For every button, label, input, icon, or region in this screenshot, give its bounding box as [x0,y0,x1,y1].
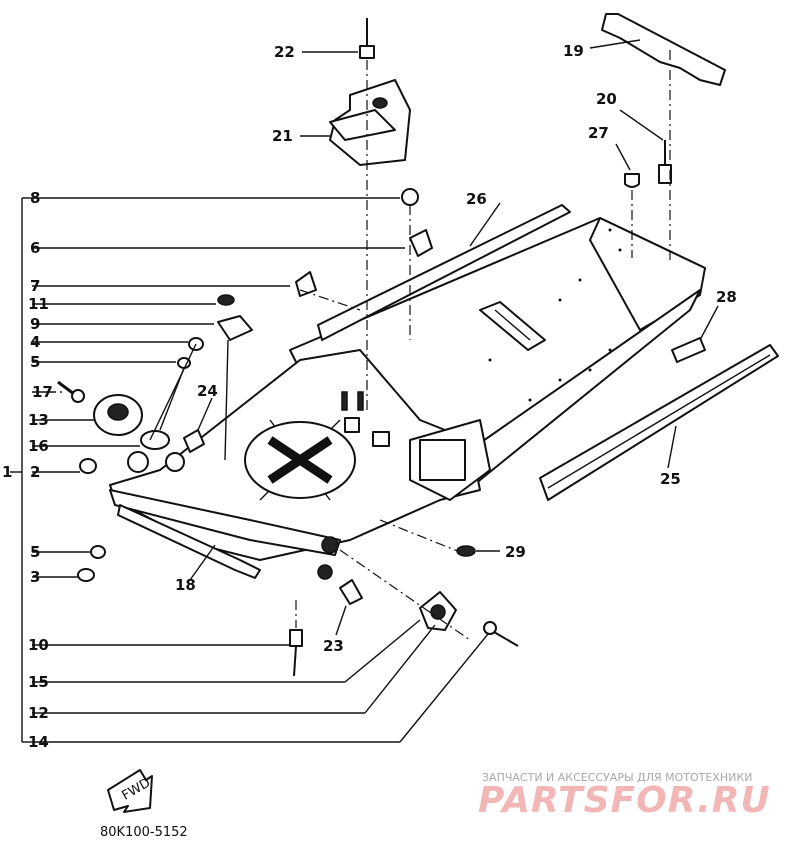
callout-26: 26 [466,190,487,208]
center-lines [295,50,671,641]
callout-17: 17 [32,383,53,401]
callout-13: 13 [28,411,49,429]
washer-11 [217,294,235,306]
label-plate-part [671,337,706,363]
clip-23 [339,579,363,605]
callout-8: 8 [30,189,40,207]
callout-6: 6 [30,239,40,257]
callout-5b: 5 [30,543,40,561]
callout-23: 23 [323,637,344,655]
callout-15: 15 [28,673,49,691]
hinge-bracket-part [601,13,726,86]
callout-27: 27 [588,124,609,142]
watermark-brand: PARTSFOR.RU [478,780,771,821]
group-bracket [10,197,32,743]
cap-29 [456,545,476,557]
washer-2 [79,458,97,474]
callout-20: 20 [596,90,617,108]
callout-4: 4 [30,333,40,351]
damper-13 [93,394,143,436]
screw-14 [483,621,519,647]
callout-12: 12 [28,704,49,722]
callout-2: 2 [30,463,40,481]
callout-28: 28 [716,288,737,306]
callout-1: 1 [2,463,12,481]
callout-10: 10 [28,636,49,654]
callout-22: 22 [274,43,295,61]
bolt-10 [289,629,303,677]
cap-part [624,173,640,188]
callout-29: 29 [505,543,526,561]
callout-25: 25 [660,470,681,488]
frame-assembly [109,204,706,580]
plate-16 [140,430,170,450]
diagram-code: 80K100-5152 [100,825,188,840]
mount-12-15 [419,591,457,631]
callout-5a: 5 [30,353,40,371]
screw-17 [57,380,85,403]
mount-9 [217,315,253,341]
callout-9: 9 [30,315,40,333]
leader-lines [32,39,719,743]
callout-21: 21 [272,127,293,145]
nut-3 [77,568,95,582]
clip-6 [409,229,433,257]
pin-part [658,140,672,184]
callout-18: 18 [175,576,196,594]
callout-7: 7 [30,277,40,295]
callout-19: 19 [563,42,584,60]
callout-14: 14 [28,733,49,751]
mount-bracket-part [329,79,411,166]
side-rail-part [539,344,779,501]
watermark: ЗАПЧАСТИ И АКСЕССУАРЫ ДЛЯ МОТОТЕХНИКИ PA… [478,771,771,821]
callout-11: 11 [28,295,49,313]
bushing-8 [401,188,419,206]
callout-3: 3 [30,568,40,586]
callout-16: 16 [28,437,49,455]
fwd-arrow-icon: FWD [107,769,153,813]
clip-24 [183,429,205,453]
watermark-tagline: ЗАПЧАСТИ И АКСЕССУАРЫ ДЛЯ МОТОТЕХНИКИ [482,771,752,784]
nut-5b [90,545,106,559]
bolt-part [359,18,375,59]
callout-24: 24 [197,382,218,400]
callout-labels: 1 2 3 4 5 5 6 7 8 9 10 11 12 13 14 15 16… [2,42,737,751]
